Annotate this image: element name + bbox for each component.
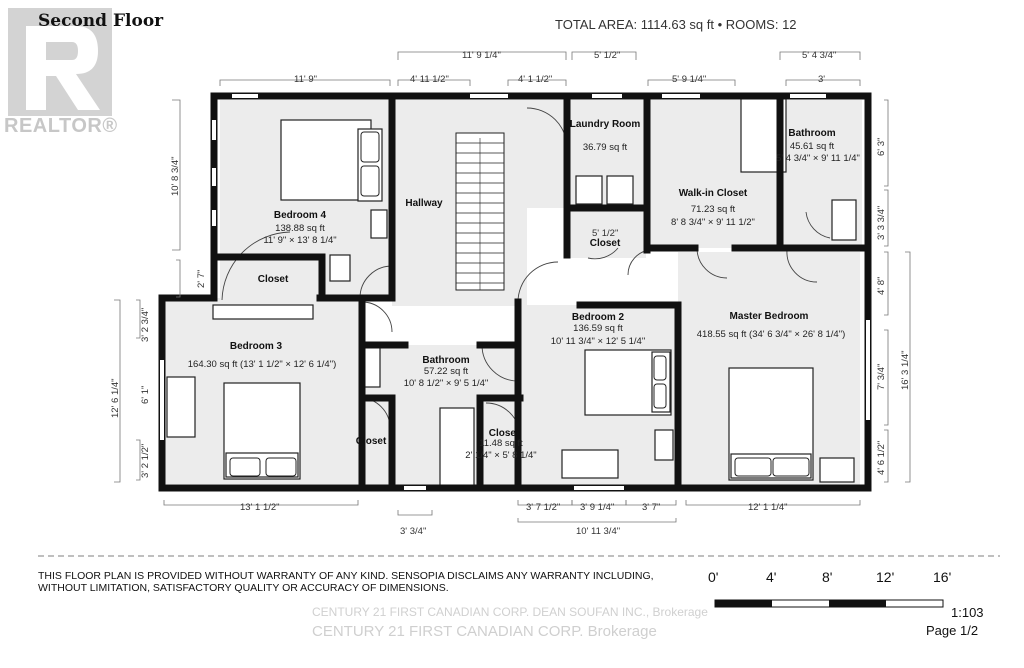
dim-bottom-b3: 13' 1 1/2": [240, 502, 280, 513]
dim-left-b4: 10' 8 3/4": [170, 156, 181, 196]
room-laundry-area: 36.79 sq ft: [583, 142, 628, 153]
room-bedroom2-dims: 10' 11 3/4" × 12' 5 1/4": [551, 336, 645, 347]
scale-label-8: 8': [822, 569, 833, 585]
scale-label-4: 4': [766, 569, 777, 585]
dim-right-master-a: 4' 8": [876, 277, 887, 295]
dim-right-master-c: 4' 6 1/2": [876, 441, 887, 475]
disclaimer: This floor plan is provided without warr…: [38, 570, 654, 594]
room-bathroom-top-dims: 5' 4 3/4" × 9' 11 1/4": [776, 153, 860, 164]
watermark-brokerage-large: CENTURY 21 FIRST CANADIAN CORP. Brokerag…: [312, 623, 657, 640]
room-bedroom2-name: Bedroom 2: [572, 312, 625, 323]
dim-right-bath-b: 3' 3 3/4": [876, 206, 887, 240]
room-bathroom-mid-area: 57.22 sq ft: [424, 366, 469, 377]
room-bedroom3-name: Bedroom 3: [230, 341, 283, 352]
dim-top-bath: 5' 4 3/4": [802, 50, 836, 61]
dim-bottom-b2-b: 3' 9 1/4": [580, 502, 614, 513]
dim-left-b3-total: 12' 6 1/4": [110, 378, 121, 418]
room-closet-b3-name: Closet: [356, 436, 387, 447]
dim-bottom-b2-total: 10' 11 3/4": [576, 526, 620, 537]
room-bedroom4-dims: 11' 9" × 13' 8 1/4": [263, 235, 336, 246]
furniture: [166, 93, 857, 491]
dim-top-hall-a: 4' 11 1/2": [410, 74, 449, 85]
dim-left-b3-c: 3' 2 1/2": [140, 444, 151, 478]
room-closet-b2-dims: 2' 1/4" × 5' 8 1/4": [465, 450, 536, 461]
dim-left-b3-a: 3' 2 3/4": [140, 308, 151, 342]
realtor-logo: [8, 8, 112, 116]
room-bedroom3-area-dims: 164.30 sq ft (13' 1 1/2" × 12' 6 1/4"): [188, 359, 336, 370]
dim-top-walkin: 5' 9 1/4": [672, 74, 706, 85]
dim-left-b4-small: 2' 7": [196, 270, 207, 288]
room-master-area-dims: 418.55 sq ft (34' 6 3/4" × 26' 8 1/4"): [697, 329, 845, 340]
room-bedroom4-name: Bedroom 4: [274, 210, 327, 221]
dimension-lines: [114, 51, 911, 523]
dim-closet-width: 5' 1/2": [592, 228, 618, 239]
watermark-brokerage-small: CENTURY 21 FIRST CANADIAN CORP. DEAN SOU…: [312, 605, 708, 619]
room-bedroom2-area: 136.59 sq ft: [573, 323, 623, 334]
room-walkin-name: Walk-in Closet: [679, 188, 748, 199]
room-bathroom-mid-dims: 10' 8 1/2" × 9' 5 1/4": [404, 378, 489, 389]
room-labels: Bedroom 4 138.88 sq ft 11' 9" × 13' 8 1/…: [188, 119, 860, 461]
scale-label-12: 12': [876, 569, 895, 585]
room-bathroom-top-area: 45.61 sq ft: [790, 141, 835, 152]
room-closet-b4-name: Closet: [258, 274, 289, 285]
dimension-labels: 11' 9 1/4" 5' 1/2" 5' 4 3/4" 11' 9" 4' 1…: [110, 50, 911, 537]
dim-top-hall-b: 4' 1 1/2": [518, 74, 552, 85]
area-summary: TOTAL AREA: 1114.63 sq ft • ROOMS: 12: [555, 17, 797, 32]
room-closet-b2-area: 11.48 sq ft: [479, 438, 523, 449]
room-closet-laundry-name: Closet: [590, 238, 621, 249]
stair-treads: [456, 138, 504, 290]
dim-right-master-b: 7' 3/4": [876, 364, 887, 390]
floor-title: Second Floor: [38, 11, 164, 31]
dim-top-total: 11' 9 1/4": [462, 50, 501, 61]
dim-right-master-total: 16' 3 1/4": [900, 350, 911, 390]
dim-right-bath-a: 6' 3": [876, 138, 887, 156]
room-walkin-dims: 8' 8 3/4" × 9' 11 1/2": [671, 217, 755, 228]
scale-ratio: 1:103: [951, 605, 984, 620]
dim-bottom-b2-c: 3' 7": [642, 502, 660, 513]
floor-plan: 11' 9 1/4" 5' 1/2" 5' 4 3/4" 11' 9" 4' 1…: [38, 50, 1000, 557]
dim-top-laundry: 5' 1/2": [594, 50, 620, 61]
dim-left-b3-b: 6' 1": [140, 386, 151, 404]
scale-label-16: 16': [933, 569, 952, 585]
scale-label-0: 0': [708, 569, 719, 585]
room-master-name: Master Bedroom: [730, 311, 809, 322]
room-laundry-name: Laundry Room: [570, 119, 641, 130]
bed-pillows: [229, 131, 810, 477]
room-bathroom-top-name: Bathroom: [788, 128, 835, 139]
realtor-logo-text: REALTOR®: [4, 115, 118, 137]
dim-top-bath-b: 3': [818, 74, 825, 85]
windows: [160, 94, 870, 490]
door-swings: [221, 107, 831, 438]
room-closet-b2-name: Closet: [489, 428, 520, 439]
scale-bar: [714, 599, 944, 608]
room-hallway-name: Hallway: [405, 198, 443, 209]
room-bedroom4-area: 138.88 sq ft: [275, 223, 325, 234]
page-number: Page 1/2: [926, 623, 979, 638]
room-bathroom-mid-name: Bathroom: [422, 355, 469, 366]
dim-bottom-b2-a: 3' 7 1/2": [526, 502, 560, 513]
dim-bottom-master: 12' 1 1/4": [748, 502, 788, 513]
dim-top-b4: 11' 9": [294, 74, 317, 85]
room-walkin-area: 71.23 sq ft: [691, 204, 736, 215]
dim-bottom-bath: 3' 3/4": [400, 526, 426, 537]
